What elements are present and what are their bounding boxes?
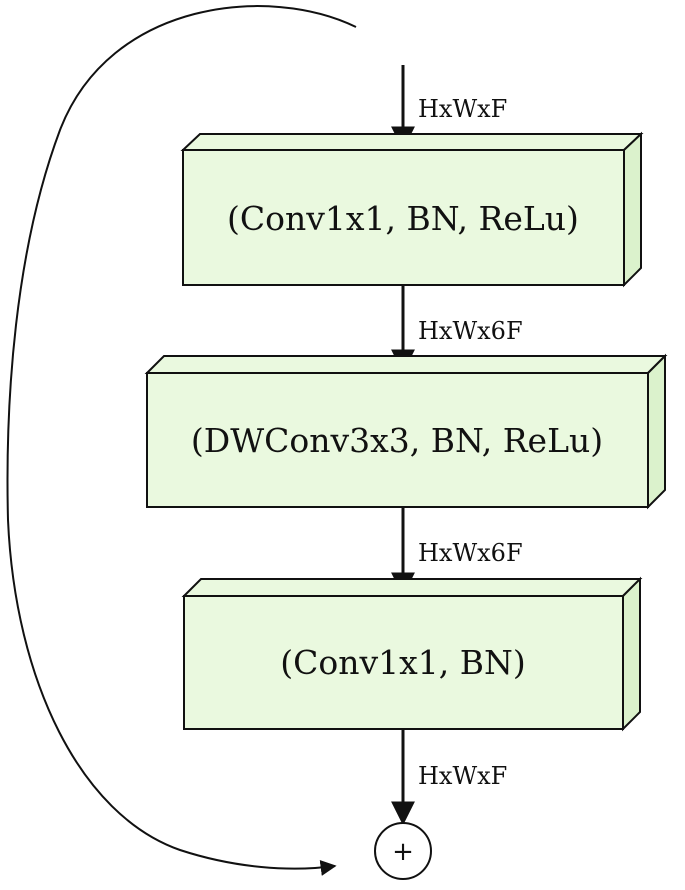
block2-output-shape-label: HxWx6F — [418, 539, 523, 567]
block-side-face — [623, 131, 642, 288]
sum-node-symbol: + — [392, 837, 414, 867]
block-front-face — [183, 595, 624, 730]
block-conv1x1-bn: (Conv1x1, BN) — [181, 576, 643, 732]
block-front-face — [146, 372, 649, 508]
block-conv1x1-bn-relu: (Conv1x1, BN, ReLu) — [180, 131, 644, 288]
block-top-face — [144, 355, 668, 374]
block-front-face — [182, 149, 625, 286]
block-side-face — [622, 576, 641, 732]
block-label: (Conv1x1, BN, ReLu) — [227, 199, 579, 238]
block3-output-shape-label: HxWxF — [418, 762, 507, 790]
block-top-face — [181, 578, 643, 597]
block1-output-shape-label: HxWx6F — [418, 317, 523, 345]
sum-node-circle — [374, 822, 432, 880]
block-dwconv3x3-bn-relu: (DWConv3x3, BN, ReLu) — [144, 353, 668, 510]
block-side-face — [647, 353, 666, 510]
input-shape-label: HxWxF — [418, 95, 507, 123]
block-label: (Conv1x1, BN) — [280, 643, 525, 682]
block-top-face — [180, 133, 644, 151]
block-label: (DWConv3x3, BN, ReLu) — [191, 421, 603, 460]
skip-connection-arrow — [6, 5, 357, 876]
plus-circle-icon: + — [374, 822, 432, 880]
